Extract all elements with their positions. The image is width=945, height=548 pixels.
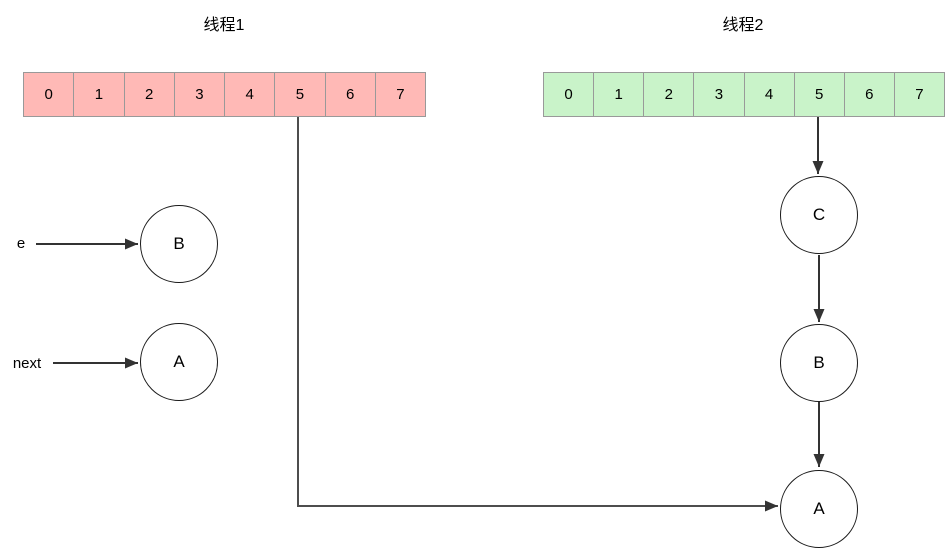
next-pointer-label: next xyxy=(12,355,42,372)
thread2-bucket-cell-7: 7 xyxy=(915,86,924,103)
thread2-bucket-cell-4: 4 xyxy=(745,73,795,116)
thread1-bucket-cell-2: 2 xyxy=(125,73,175,116)
thread2-bucket-cell-5: 5 xyxy=(795,73,845,116)
thread2-bucket-cell-6: 6 xyxy=(845,73,895,116)
thread1-node-a: A xyxy=(140,323,218,401)
thread2-bucket-cell-0: 0 xyxy=(544,73,595,116)
node-label: B xyxy=(813,353,825,372)
thread2-node-b: B xyxy=(780,324,858,402)
thread1-bucket-cell-4: 4 xyxy=(225,73,276,116)
thread1-title: 线程1 xyxy=(203,17,245,34)
node-label: A xyxy=(813,499,825,518)
thread2-title: 线程2 xyxy=(722,17,764,34)
e-pointer-label: e xyxy=(16,235,26,252)
thread1-node-b: B xyxy=(140,205,218,283)
node-label: B xyxy=(173,234,185,253)
thread1-bucket-array: 0 1 2 3 4 5 6 7 xyxy=(23,72,426,117)
thread2-bucket-array: 0 1 2 3 4 5 6 7 xyxy=(543,72,945,117)
thread2-bucket-cell-1: 1 xyxy=(594,73,645,116)
node-label: A xyxy=(173,352,185,371)
thread2-node-c: C xyxy=(780,176,858,254)
node-label: C xyxy=(812,205,826,224)
thread1-bucket-cell-6: 6 xyxy=(326,73,376,116)
thread2-bucket-cell-2: 2 xyxy=(644,73,695,116)
thread2-bucket-cell-3: 3 xyxy=(694,73,745,116)
thread2-node-a: A xyxy=(780,470,858,548)
thread1-bucket-cell-1: 1 xyxy=(74,73,125,116)
thread1-bucket-cell-7: 7 xyxy=(396,86,405,103)
thread1-bucket5-to-a-connector xyxy=(297,115,778,512)
thread1-bucket-cell-3: 3 xyxy=(175,73,225,116)
thread1-bucket-cell-0: 0 xyxy=(24,73,75,116)
thread1-bucket-cell-5: 5 xyxy=(275,73,326,116)
